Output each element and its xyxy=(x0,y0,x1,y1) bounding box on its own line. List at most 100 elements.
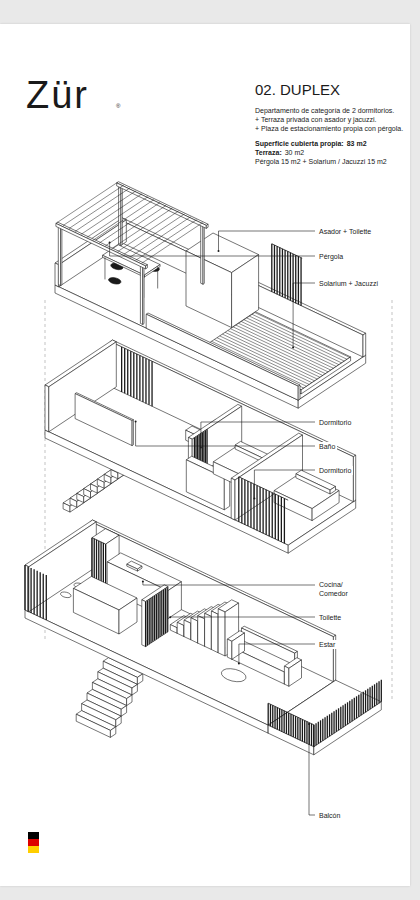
leader-dot xyxy=(142,580,144,582)
stroke xyxy=(284,498,285,543)
stroke xyxy=(333,711,334,733)
leader-dot xyxy=(308,723,310,725)
stroke xyxy=(250,483,251,528)
face xyxy=(201,225,203,284)
face xyxy=(170,625,177,634)
stroke xyxy=(87,197,148,238)
stroke xyxy=(299,718,300,740)
flag-stripe xyxy=(28,839,39,846)
stroke xyxy=(167,587,168,632)
description-text: + Terraza privada con asador y jacuzzi. xyxy=(255,115,415,124)
face xyxy=(142,600,146,647)
stroke xyxy=(290,714,291,736)
stroke xyxy=(104,257,105,279)
stroke xyxy=(152,597,153,642)
stroke xyxy=(124,348,125,393)
stroke xyxy=(145,358,146,403)
german-flag xyxy=(28,832,39,853)
stroke xyxy=(136,220,197,260)
stroke xyxy=(279,248,280,296)
leader-line xyxy=(170,617,315,618)
stroke xyxy=(269,491,270,536)
callout-label: Pérgola xyxy=(319,253,343,260)
stroke xyxy=(338,708,339,730)
face xyxy=(274,491,312,521)
face xyxy=(232,633,245,659)
stroke xyxy=(157,266,158,288)
leader-lines xyxy=(109,231,315,815)
face xyxy=(117,182,208,226)
leader-line xyxy=(143,581,315,585)
stroke xyxy=(24,565,25,610)
face xyxy=(127,564,138,571)
stroke xyxy=(284,250,285,298)
face xyxy=(45,385,49,432)
building xyxy=(25,182,381,755)
stroke xyxy=(298,256,299,304)
stroke xyxy=(121,347,122,392)
callout-label: Dormitorio xyxy=(319,467,351,474)
stroke xyxy=(149,599,150,644)
stroke xyxy=(270,704,271,726)
stroke xyxy=(381,680,382,702)
stroke xyxy=(274,706,275,728)
face xyxy=(76,714,110,737)
face xyxy=(363,333,366,357)
stroke xyxy=(130,351,131,396)
stroke xyxy=(304,720,305,742)
stroke xyxy=(354,698,355,720)
face xyxy=(312,491,339,521)
stroke xyxy=(302,719,303,741)
stroke xyxy=(374,684,375,706)
stroke xyxy=(154,596,155,641)
stroke xyxy=(91,538,92,583)
stroke xyxy=(259,487,260,532)
stroke xyxy=(139,356,140,401)
stroke xyxy=(69,188,130,229)
leader-dot xyxy=(169,616,171,618)
leader-dot xyxy=(218,250,220,252)
face xyxy=(330,486,335,494)
stroke xyxy=(378,681,379,703)
stroke xyxy=(278,496,279,541)
face xyxy=(191,618,198,643)
face xyxy=(110,727,115,738)
face xyxy=(117,183,207,229)
stroke xyxy=(262,488,263,533)
stroke xyxy=(276,246,277,294)
brand-logo: Zür xyxy=(26,74,89,116)
stroke xyxy=(272,493,273,538)
stroke xyxy=(156,594,157,639)
stroke xyxy=(295,255,296,303)
face xyxy=(353,455,355,502)
face xyxy=(203,225,204,284)
face xyxy=(132,684,137,695)
stroke xyxy=(27,566,28,611)
callout-label: Toilette xyxy=(319,614,341,621)
face xyxy=(25,565,29,612)
face xyxy=(242,628,295,665)
description-text: + Plaza de estacionamiento propia con pé… xyxy=(255,124,415,133)
stroke xyxy=(94,539,95,584)
stroke xyxy=(100,542,101,587)
stroke xyxy=(165,588,166,633)
brand-logo-wrap: Zür xyxy=(26,76,89,114)
stroke xyxy=(40,572,41,617)
leader-dot xyxy=(292,347,294,349)
leader-line xyxy=(201,422,315,447)
leader-dot xyxy=(253,497,255,499)
stroke xyxy=(315,723,316,745)
callout-label-wrap: Baño xyxy=(317,442,337,451)
face xyxy=(138,566,143,571)
face xyxy=(119,598,137,634)
leader-line xyxy=(110,243,315,256)
registered-mark: ® xyxy=(116,103,120,109)
face xyxy=(184,620,191,640)
stroke xyxy=(372,686,373,708)
stroke xyxy=(288,713,289,735)
callout-label: Dormitorio xyxy=(319,419,351,426)
stroke xyxy=(327,716,328,738)
face xyxy=(61,227,62,286)
